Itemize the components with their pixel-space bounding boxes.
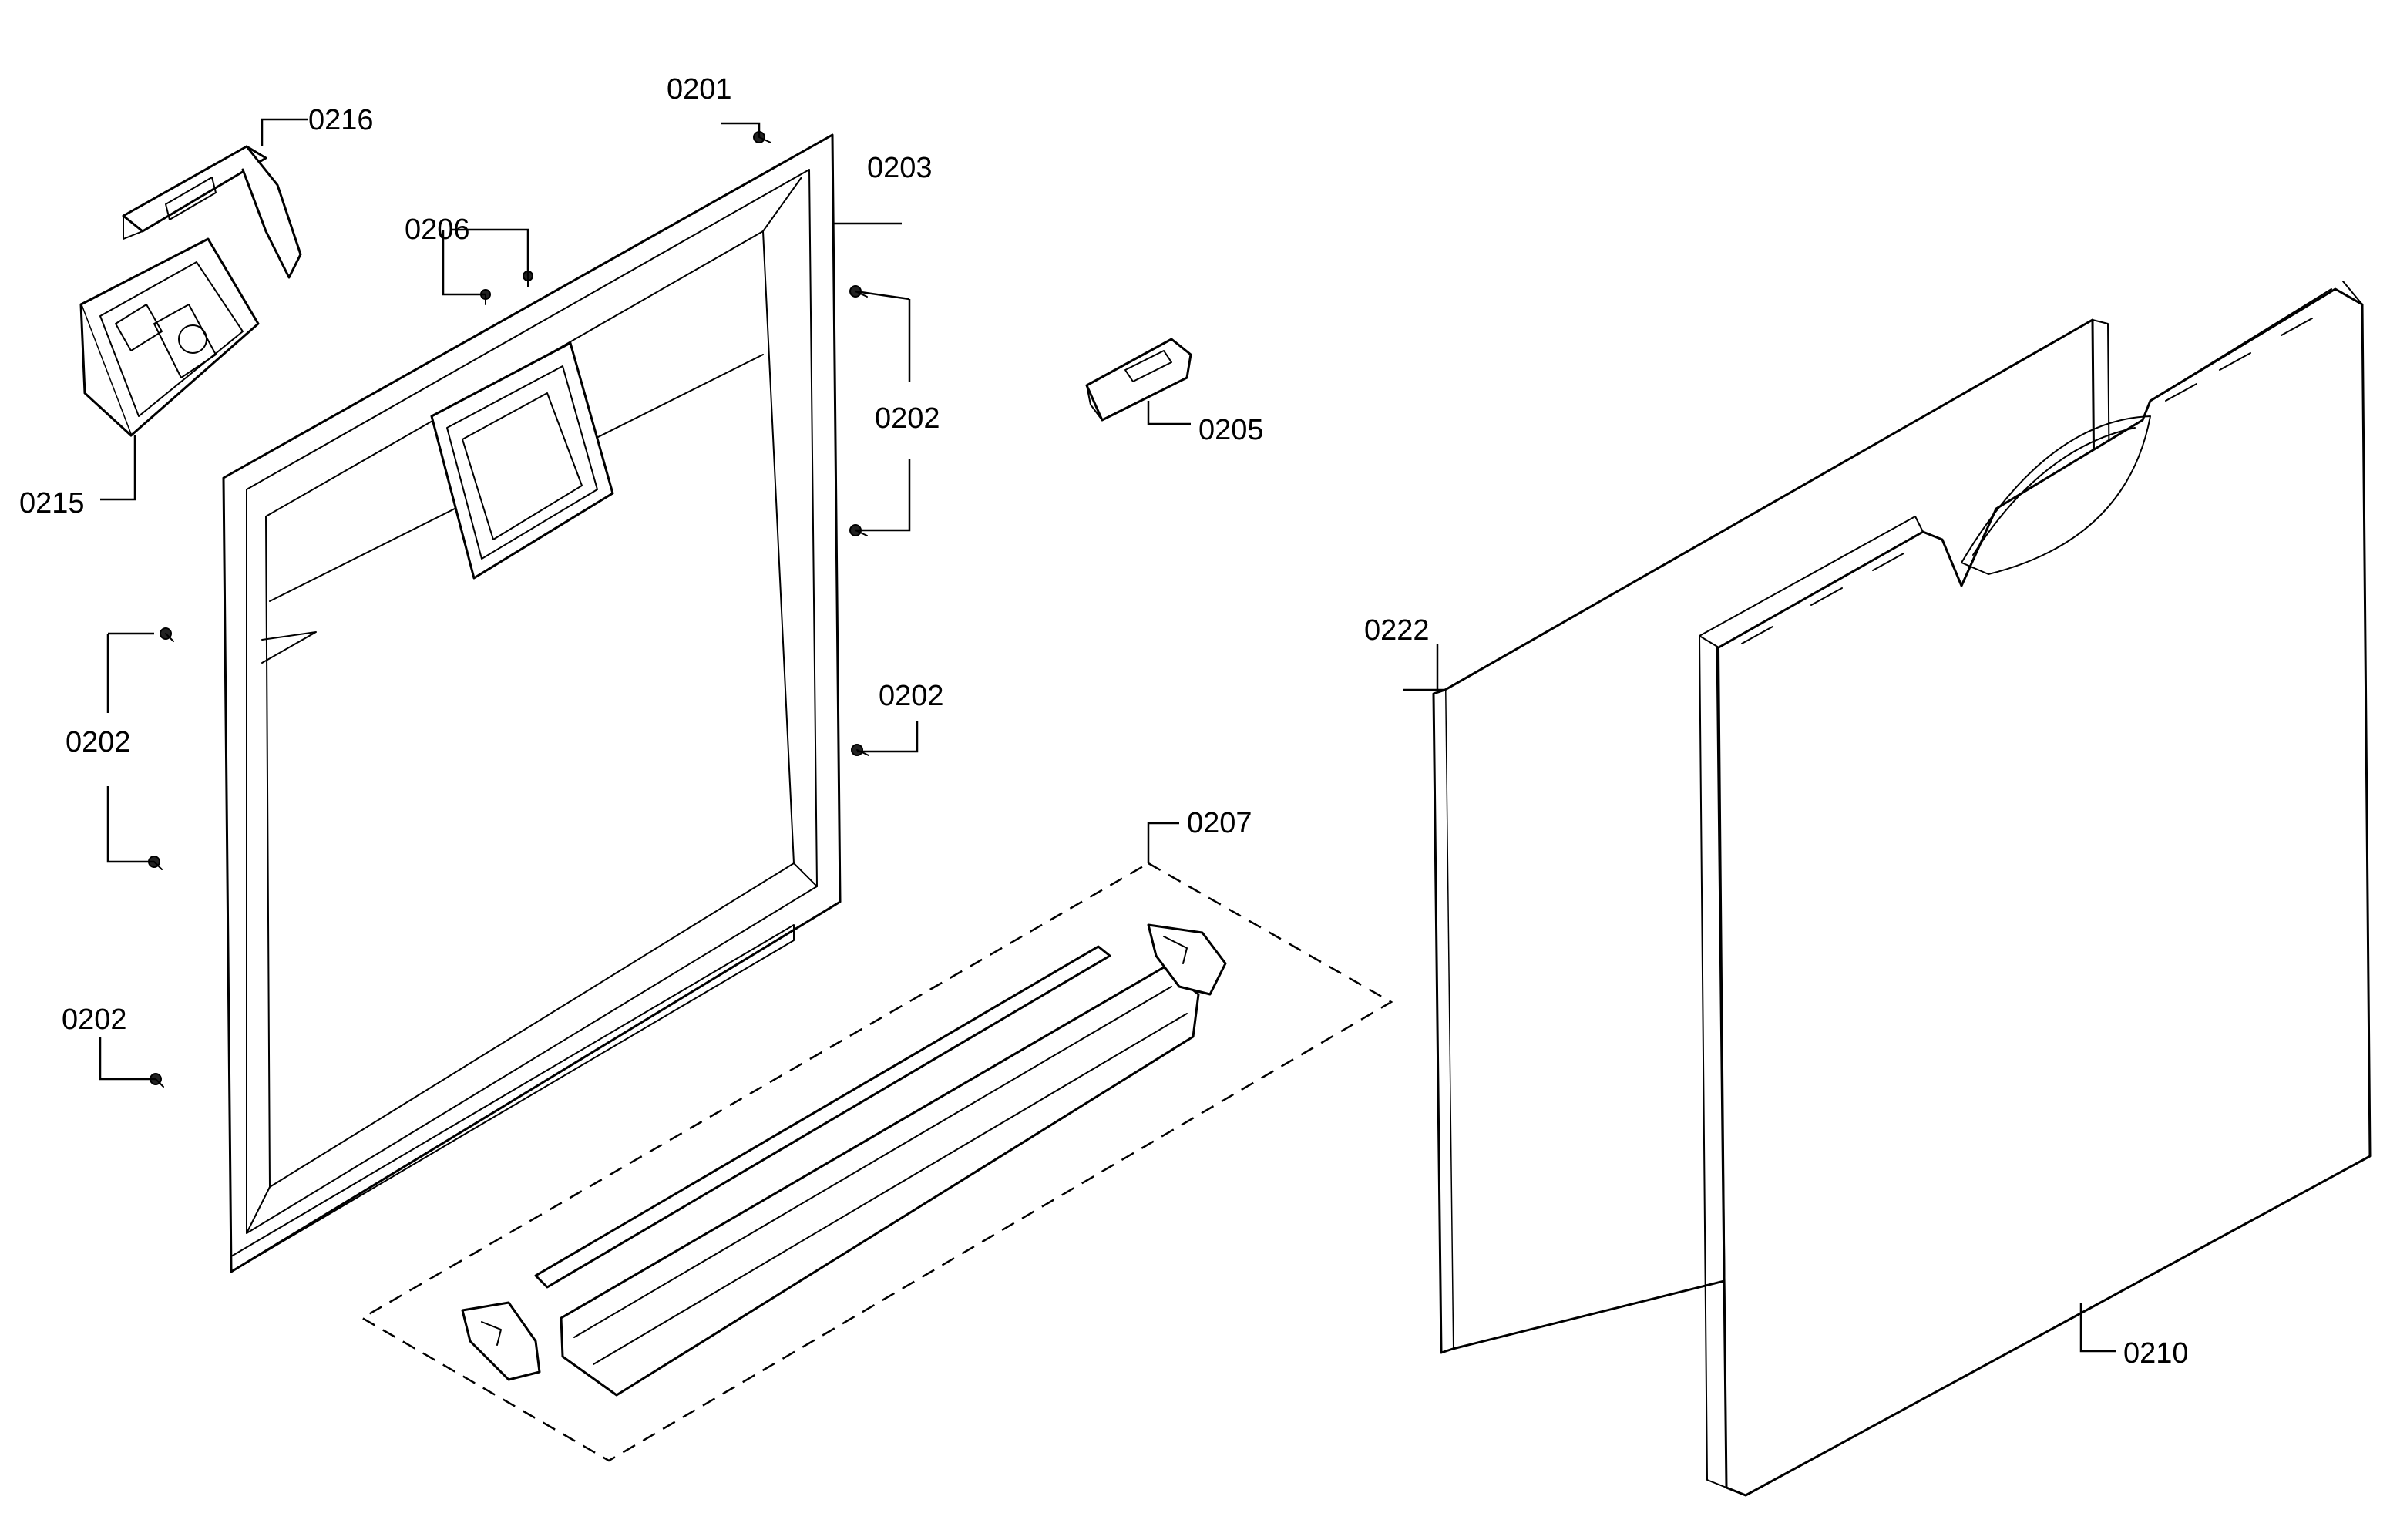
callout-0201: 0201	[667, 73, 732, 106]
callout-labels: 0201 0216 0203 0206 0202 0205 0215 0202 …	[19, 73, 2189, 1370]
callout-0210: 0210	[2123, 1337, 2189, 1370]
callout-0203: 0203	[867, 152, 933, 184]
inner-door-frame	[222, 133, 842, 1273]
callout-0222: 0222	[1364, 614, 1430, 647]
callout-0205: 0205	[1198, 414, 1264, 446]
callout-0206: 0206	[405, 214, 470, 246]
outer-door	[1699, 281, 2372, 1497]
screw-0202-left-top	[160, 627, 174, 642]
callout-0216: 0216	[308, 104, 374, 136]
bottom-seal-kit	[360, 862, 1393, 1462]
callout-0202-right-upper: 0202	[875, 402, 940, 435]
callout-0202-left-lower: 0202	[62, 1004, 127, 1036]
screw-0202-right-low	[851, 744, 869, 756]
hinge-part	[1085, 338, 1192, 422]
leader-lines	[99, 118, 2116, 1353]
screws	[148, 131, 869, 1088]
screw-0206-a	[480, 289, 491, 305]
callout-0202-right-lower: 0202	[879, 680, 944, 712]
dispenser-assembly	[79, 237, 260, 437]
callout-0202-left-upper: 0202	[66, 726, 131, 758]
screw-0201	[753, 131, 771, 143]
screw-0202-left-low	[150, 1073, 164, 1088]
screw-0202-left-mid	[148, 856, 163, 870]
callout-0215: 0215	[19, 487, 85, 519]
callout-0207: 0207	[1187, 807, 1252, 839]
latch-bracket	[122, 145, 302, 279]
